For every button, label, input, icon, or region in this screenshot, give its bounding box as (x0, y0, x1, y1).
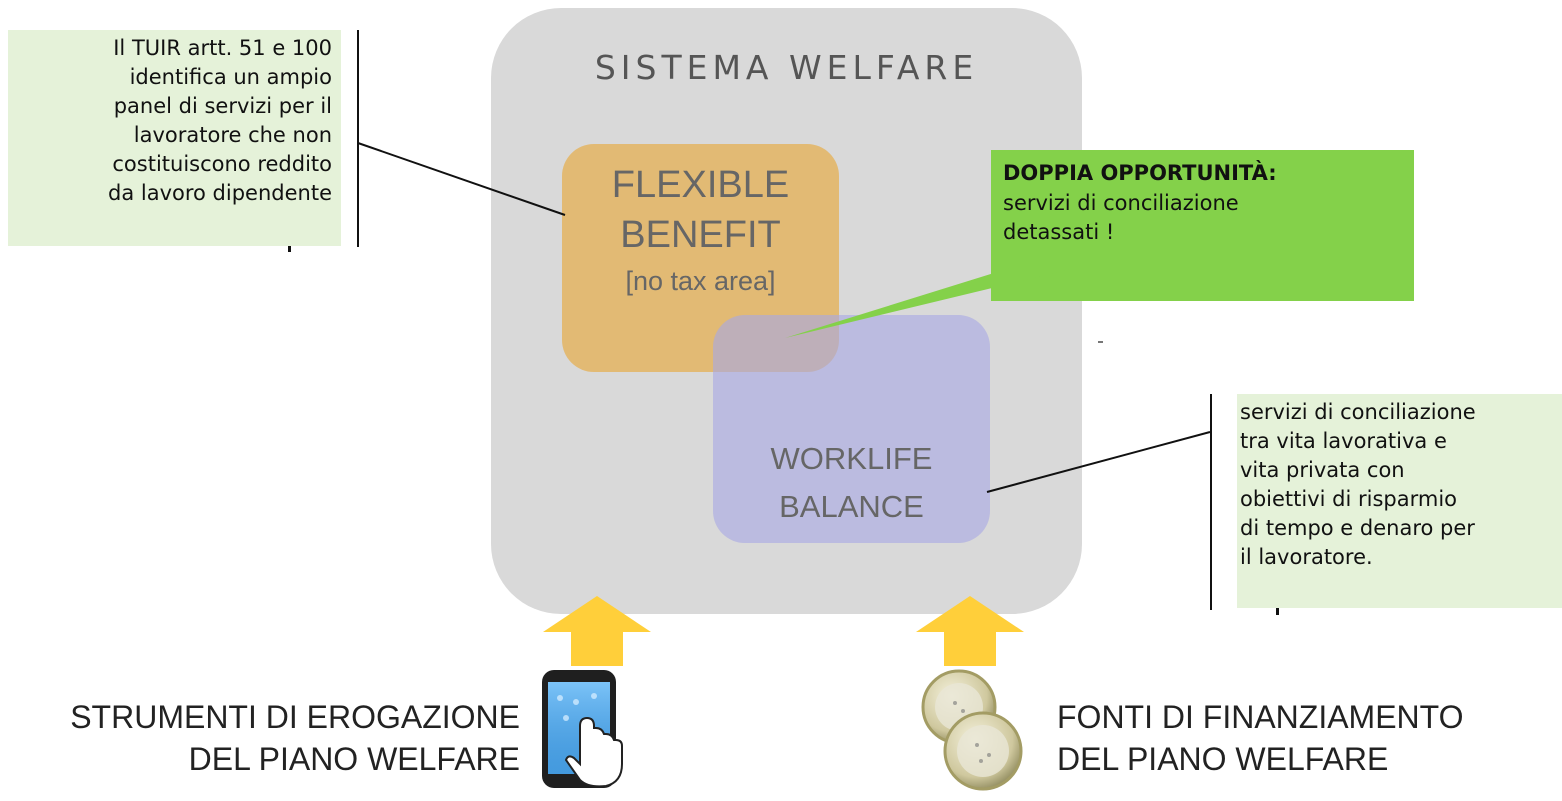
callout-line1: servizi di conciliazione (1003, 191, 1239, 215)
tuir-note-line: identifica un ampio (129, 65, 332, 89)
coins-icon (921, 669, 1023, 791)
worklife-balance-label: WORKLIFE BALANCE (713, 435, 990, 531)
flexible-benefit-subtitle: [no tax area] (625, 266, 776, 296)
strumenti-line1: STRUMENTI DI EROGAZIONE (70, 699, 520, 735)
strumenti-erogazione-label: STRUMENTI DI EROGAZIONE DEL PIANO WELFAR… (20, 696, 520, 780)
fonti-line2: DEL PIANO WELFARE (1057, 741, 1389, 777)
note-right-connector (986, 431, 1211, 493)
note-right-mark (1276, 607, 1279, 615)
tuir-note-line: Il TUIR artt. 51 e 100 (113, 36, 332, 60)
tuir-note-text: Il TUIR artt. 51 e 100 identifica un amp… (12, 34, 332, 208)
flexible-benefit-line1: FLEXIBLE (611, 164, 790, 206)
note-left-connector (357, 142, 566, 216)
tuir-note-line: lavoratore che non (133, 123, 332, 147)
conciliazione-note-bracket (1210, 394, 1212, 610)
arrow-up-left-icon (543, 596, 651, 666)
conciliazione-note-line: vita privata con (1240, 458, 1405, 482)
note-left-mark (288, 244, 291, 252)
tuir-note-line: costituiscono reddito (112, 152, 332, 176)
conciliazione-note-line: il lavoratore. (1240, 545, 1373, 569)
doppia-opportunita-callout (991, 150, 1414, 301)
smartphone-touch-icon (542, 670, 623, 788)
callout-text: servizi di conciliazione detassati ! (1003, 189, 1403, 247)
conciliazione-note-line: servizi di conciliazione (1240, 400, 1476, 424)
conciliazione-note-line: di tempo e denaro per (1240, 516, 1475, 540)
strumenti-line2: DEL PIANO WELFARE (188, 741, 520, 777)
arrow-up-right-icon (916, 596, 1024, 666)
flexible-benefit-label: FLEXIBLE BENEFIT (562, 160, 839, 260)
conciliazione-note-text: servizi di conciliazione tra vita lavora… (1240, 398, 1560, 572)
worklife-balance-line2: BALANCE (779, 489, 924, 524)
conciliazione-note-box (1237, 394, 1562, 608)
fonti-line1: FONTI DI FINANZIAMENTO (1057, 699, 1464, 735)
small-dash (1098, 341, 1103, 343)
flexible-benefit-line2: BENEFIT (620, 214, 781, 256)
conciliazione-note-line: tra vita lavorativa e (1240, 429, 1447, 453)
tuir-note-line: panel di servizi per il (113, 94, 332, 118)
worklife-balance-line1: WORKLIFE (770, 441, 933, 476)
fonti-finanziamento-label: FONTI DI FINANZIAMENTO DEL PIANO WELFARE (1057, 696, 1557, 780)
sistema-welfare-title: SISTEMA WELFARE (594, 48, 979, 87)
callout-title: DOPPIA OPPORTUNITÀ: (1003, 161, 1277, 185)
conciliazione-note-line: obiettivi di risparmio (1240, 487, 1458, 511)
callout-tail (785, 268, 1075, 338)
tuir-note-box (8, 30, 341, 246)
tuir-note-line: da lavoro dipendente (108, 181, 332, 205)
tuir-note-bracket (357, 30, 359, 247)
callout-line2: detassati ! (1003, 220, 1115, 244)
worklife-balance-box (713, 315, 990, 543)
